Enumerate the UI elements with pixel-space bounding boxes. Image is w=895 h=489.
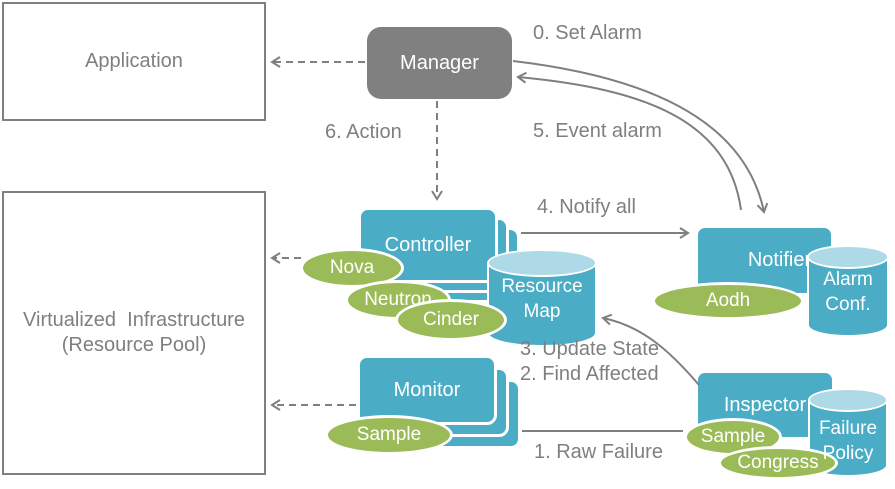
congress-ellipse: Congress (718, 446, 838, 480)
step-3-update-state-label: 3. Update State (520, 338, 659, 360)
step-2-find-affected-label: 2. Find Affected (520, 363, 659, 385)
virtualized-infrastructure-label: Virtualized Infrastructure (Resource Poo… (23, 309, 245, 356)
manager-label: Manager (400, 51, 479, 74)
failure-policy-label: Failure Policy (818, 418, 878, 464)
resource-map-cylinder-top (487, 249, 597, 277)
inspector-label: Inspector (723, 393, 807, 416)
resource-map-cylinder: Resource Map (487, 249, 597, 347)
application-box: Application (2, 2, 266, 121)
alarm-conf-label: Alarm Conf. (823, 269, 873, 315)
step-4-notify-all-label: 4. Notify all (537, 196, 636, 218)
step-0-set-alarm-label: 0. Set Alarm (533, 22, 642, 44)
application-label: Application (85, 50, 183, 72)
aodh-label: Aodh (705, 290, 751, 311)
cinder-label: Cinder (423, 309, 479, 330)
step-1-raw-failure-label: 1. Raw Failure (534, 441, 663, 463)
aodh-ellipse: Aodh (652, 282, 804, 320)
controller-node: Controller (358, 207, 498, 283)
monitor-node: Monitor (357, 355, 497, 425)
monitor-label: Monitor (393, 378, 461, 401)
alarm-conf-cylinder-top (807, 245, 889, 269)
failure-policy-cylinder-top (808, 388, 888, 412)
step-5-event-alarm-label: 5. Event alarm (533, 120, 662, 142)
congress-label: Congress (737, 452, 819, 473)
manager-node: Manager (367, 27, 512, 99)
monitor-sample-label: Sample (356, 424, 422, 445)
step-6-action-label: 6. Action (325, 121, 402, 143)
alarm-conf-cylinder-body (807, 257, 889, 337)
alarm-conf-cylinder: Alarm Conf. (807, 245, 889, 337)
inspector-sample-ellipse: Sample (684, 418, 782, 456)
resource-map-label: Resource Map (501, 276, 583, 322)
notifier-label: Notifier (747, 249, 812, 271)
failure-policy-cylinder: Failure Policy (808, 388, 888, 477)
controller-label: Controller (384, 233, 472, 256)
arrow-notifier-to-manager-event-alarm (516, 71, 742, 211)
nova-label: Nova (329, 257, 375, 278)
virtualized-infrastructure-box: Virtualized Infrastructure (Resource Poo… (2, 191, 266, 475)
monitor-sample-ellipse: Sample (325, 415, 453, 455)
cinder-ellipse: Cinder (395, 299, 507, 341)
inspector-sample-label: Sample (700, 426, 766, 447)
